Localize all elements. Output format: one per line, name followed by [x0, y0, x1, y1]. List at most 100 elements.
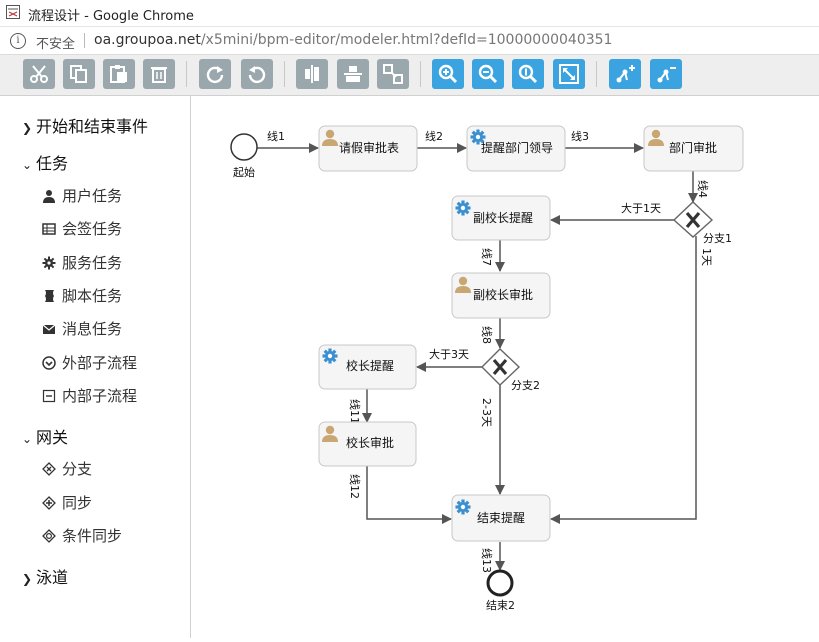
info-icon[interactable]: i — [10, 33, 26, 49]
palette-item-external-subprocess[interactable]: 外部子流程 — [42, 352, 137, 373]
flow-1-day[interactable] — [550, 236, 697, 524]
palette-item-service-task[interactable]: 服务任务 — [42, 252, 122, 273]
zoom-out-button[interactable] — [472, 59, 504, 89]
palette-item-parallel-gateway[interactable]: 同步 — [42, 492, 92, 513]
flow-label: 大于3天 — [429, 347, 469, 361]
task-fuxiaozhang-tixing[interactable]: 副校长提醒 — [451, 195, 551, 241]
palette-item-label: 条件同步 — [62, 527, 123, 545]
zoom-in-icon — [438, 64, 458, 84]
flow-label: 线1 — [267, 129, 285, 143]
palette-group-tasks[interactable]: ⌄任务 — [22, 150, 68, 174]
palette-group-gateways[interactable]: ⌄网关 — [22, 424, 68, 448]
palette-item-label: 用户任务 — [62, 187, 123, 205]
task-label: 提醒部门领导 — [481, 140, 553, 155]
palette-group-label: 任务 — [36, 154, 69, 173]
start-event[interactable] — [230, 133, 258, 161]
flow-label: 线2 — [425, 129, 443, 143]
add-bendpoint-icon — [616, 65, 635, 83]
start-event-label: 起始 — [233, 165, 255, 179]
palette-item-inclusive-gateway[interactable]: 条件同步 — [42, 525, 122, 546]
zoom-in-button[interactable] — [432, 59, 464, 89]
align-vertical-icon — [305, 65, 319, 83]
task-label: 请假审批表 — [339, 140, 399, 155]
zoom-out-icon — [478, 64, 498, 84]
undo-button[interactable] — [241, 59, 273, 89]
copy-button[interactable] — [63, 59, 95, 89]
flow-label: 线12 — [348, 474, 362, 499]
toolbar-divider — [420, 61, 421, 87]
zoom-fit-button[interactable] — [553, 59, 585, 89]
zoom-actual-button[interactable] — [512, 59, 544, 89]
palette-item-exclusive-gateway[interactable]: 分支 — [42, 458, 92, 479]
redo-icon — [206, 66, 224, 84]
align-vertical-button[interactable] — [296, 59, 328, 89]
task-xiaozhang-shenpi[interactable]: 校长审批 — [318, 421, 417, 467]
gateway-fenzhi1[interactable] — [672, 201, 714, 238]
palette-item-script-task[interactable]: 脚本任务 — [42, 285, 122, 306]
task-tixing-bumen-lingdao[interactable]: 提醒部门领导 — [466, 125, 566, 172]
gear-icon — [453, 497, 473, 517]
task-qingjia-shenpibiao[interactable]: 请假审批表 — [318, 125, 418, 172]
exclusive-gateway-icon — [42, 462, 56, 476]
palette-group-swimlanes[interactable]: ❯泳道 — [22, 564, 68, 588]
delete-button[interactable] — [143, 59, 175, 89]
external-subprocess-icon — [42, 356, 56, 370]
security-label[interactable]: 不安全 — [36, 37, 76, 52]
palette-item-countersign-task[interactable]: 会签任务 — [42, 218, 122, 239]
palette-item-user-task[interactable]: 用户任务 — [42, 185, 122, 206]
remove-bendpoint-icon — [657, 67, 676, 83]
task-bumen-shenpi[interactable]: 部门审批 — [643, 125, 744, 172]
palette-group-label: 网关 — [36, 428, 69, 447]
envelope-icon — [42, 324, 56, 334]
table-icon — [42, 223, 56, 235]
toolbar-divider — [596, 61, 597, 87]
redo-button[interactable] — [199, 59, 231, 89]
paste-button[interactable] — [103, 59, 135, 89]
flow-label: 1天 — [700, 248, 713, 266]
paste-icon — [110, 65, 127, 83]
toolbar-divider — [284, 61, 285, 87]
flow-label: 线13 — [480, 548, 494, 573]
gateway-fenzhi2[interactable] — [481, 348, 521, 386]
end-event-label: 结束2 — [486, 599, 515, 612]
task-xiaozhang-tixing[interactable]: 校长提醒 — [318, 344, 417, 390]
align-horizontal-button[interactable] — [337, 59, 369, 89]
flow-label: 线3 — [571, 129, 589, 143]
chevron-right-icon: ❯ — [22, 121, 33, 135]
url-field[interactable]: oa.groupoa.net/x5mini/bpm-editor/modeler… — [94, 32, 612, 48]
undo-icon — [248, 66, 266, 84]
same-size-button[interactable] — [377, 59, 409, 89]
chevron-down-icon: ⌄ — [22, 158, 33, 172]
task-label: 校长审批 — [346, 435, 394, 450]
task-fuxiaozhang-shenpi[interactable]: 副校长审批 — [451, 272, 551, 319]
url-host: oa.groupoa.net — [94, 32, 201, 48]
zoom-actual-icon — [518, 64, 538, 84]
same-size-icon — [383, 64, 403, 84]
chevron-right-icon: ❯ — [22, 572, 33, 586]
add-bendpoint-button[interactable] — [609, 59, 641, 89]
cut-button[interactable] — [23, 59, 55, 89]
exclusive-gateway-icon — [492, 358, 508, 376]
palette-group-events[interactable]: ❯开始和结束事件 — [22, 113, 148, 137]
align-horizontal-icon — [344, 66, 362, 82]
gear-icon — [453, 198, 473, 218]
task-label: 校长提醒 — [346, 358, 394, 373]
diagram-canvas[interactable]: 线1 线2 线3 线4 大于1天 1天 线7 线8 大于3天 2-3天 线11 … — [191, 96, 819, 638]
user-icon — [43, 190, 55, 203]
palette-item-message-task[interactable]: 消息任务 — [42, 318, 122, 339]
task-jieshu-tixing[interactable]: 结束提醒 — [451, 494, 551, 542]
end-event[interactable] — [486, 569, 514, 597]
script-icon — [45, 290, 54, 302]
palette-item-internal-subprocess[interactable]: 内部子流程 — [42, 385, 137, 406]
flow-line12[interactable] — [366, 466, 452, 524]
address-bar[interactable]: i 不安全 oa.groupoa.net/x5mini/bpm-editor/m… — [0, 27, 819, 55]
inclusive-gateway-icon — [42, 529, 56, 543]
url-path: /x5mini/bpm-editor/modeler.html?defId=10… — [200, 32, 613, 48]
flow-label: 2-3天 — [480, 398, 493, 427]
shape-palette: ❯开始和结束事件 ⌄任务 用户任务 会签任务 服务任务 脚本任务 消息任务 外部… — [0, 96, 191, 638]
gear-icon — [42, 256, 56, 270]
gear-icon — [320, 346, 340, 366]
remove-bendpoint-button[interactable] — [650, 59, 682, 89]
task-label: 副校长提醒 — [473, 210, 533, 225]
editor-toolbar — [0, 55, 819, 96]
